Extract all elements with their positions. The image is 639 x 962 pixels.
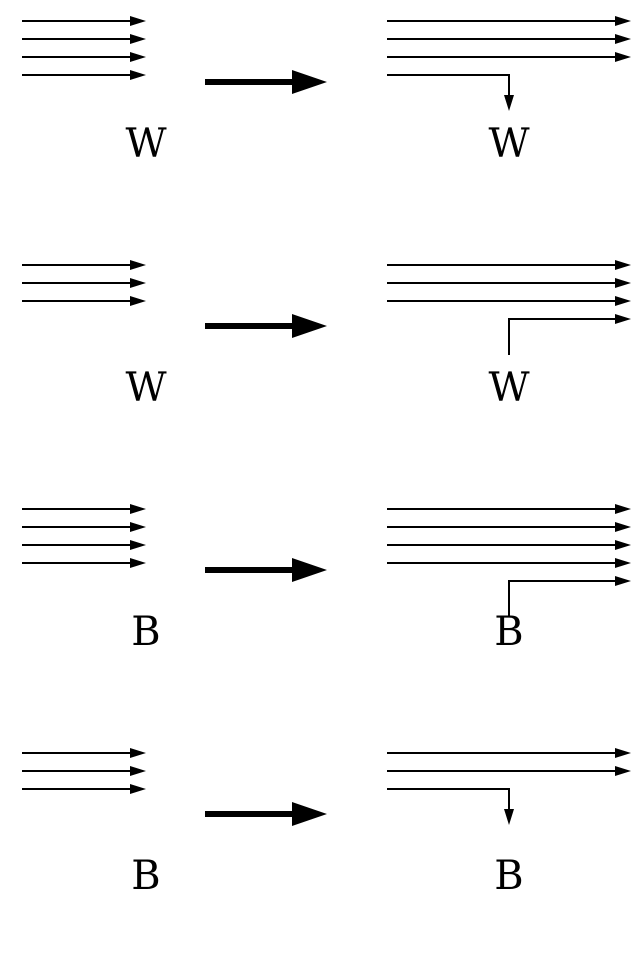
row-2-right-label: W [488, 365, 530, 411]
row-3-right-label: B [494, 609, 524, 655]
row-3-left-arrow-2-head [130, 522, 146, 532]
row-3-right-arrow-4-head [615, 558, 631, 568]
row-1-right-arrow-3-head [615, 52, 631, 62]
row-4-arrows [22, 748, 631, 826]
row-4-left-arrow-3-head [130, 784, 146, 794]
row-2-rise-right-arrow-path [508, 318, 616, 355]
row-1-left-label: W [125, 121, 167, 167]
row-1-turn-down-arrow-head [504, 95, 514, 111]
transition-row-2: W W [0, 244, 639, 474]
row-2-transition-arrow-head [292, 314, 327, 338]
row-1-arrows [22, 16, 631, 111]
row-1-left-arrow-2-head [130, 34, 146, 44]
row-2-left-arrow-2-head [130, 278, 146, 288]
row-3-right-arrow-3-head [615, 540, 631, 550]
row-1-turn-down-arrow-path [387, 74, 510, 97]
row-2-right-arrow-3-head [615, 296, 631, 306]
row-1-left-arrow-1-head [130, 16, 146, 26]
row-1-left-arrow-3-head [130, 52, 146, 62]
row-3-rise-right-arrow-head [615, 576, 631, 586]
row-1-transition-arrow-head [292, 70, 327, 94]
row-2-right-arrow-2-head [615, 278, 631, 288]
row-3-left-label: B [131, 609, 161, 655]
row-1-right-arrow-1-head [615, 16, 631, 26]
row-4-right-arrow-2-head [615, 766, 631, 776]
row-3-left-arrow-4-head [130, 558, 146, 568]
row-2-rise-right-arrow-head [615, 314, 631, 324]
row-1-left-arrow-4-head [130, 70, 146, 80]
row-2-left-arrow-1-head [130, 260, 146, 270]
row-4-left-arrow-1-head [130, 748, 146, 758]
row-2-left-label: W [125, 365, 167, 411]
row-1-right-arrow-2-head [615, 34, 631, 44]
row-4-turn-down-arrow-head [504, 809, 514, 825]
row-3-rise-right-arrow-path [508, 580, 616, 617]
row-2-right-arrow-1-head [615, 260, 631, 270]
row-1-right-label: W [488, 121, 530, 167]
row-3-left-arrow-1-head [130, 504, 146, 514]
row-4-left-label: B [131, 853, 161, 899]
row-4-right-arrow-1-head [615, 748, 631, 758]
diagram-canvas: W W W W B B B B [0, 0, 639, 896]
transition-row-4: B B [0, 732, 639, 962]
row-3-transition-arrow-head [292, 558, 327, 582]
row-4-left-arrow-2-head [130, 766, 146, 776]
transition-row-3: B B [0, 488, 639, 718]
transition-row-1: W W [0, 0, 639, 230]
row-3-right-arrow-1-head [615, 504, 631, 514]
row-4-right-label: B [494, 853, 524, 899]
row-3-left-arrow-3-head [130, 540, 146, 550]
row-4-transition-arrow-head [292, 802, 327, 826]
row-3-arrows [22, 504, 631, 617]
row-3-right-arrow-2-head [615, 522, 631, 532]
row-2-arrows [22, 260, 631, 355]
row-4-turn-down-arrow-path [387, 788, 510, 811]
row-2-left-arrow-3-head [130, 296, 146, 306]
